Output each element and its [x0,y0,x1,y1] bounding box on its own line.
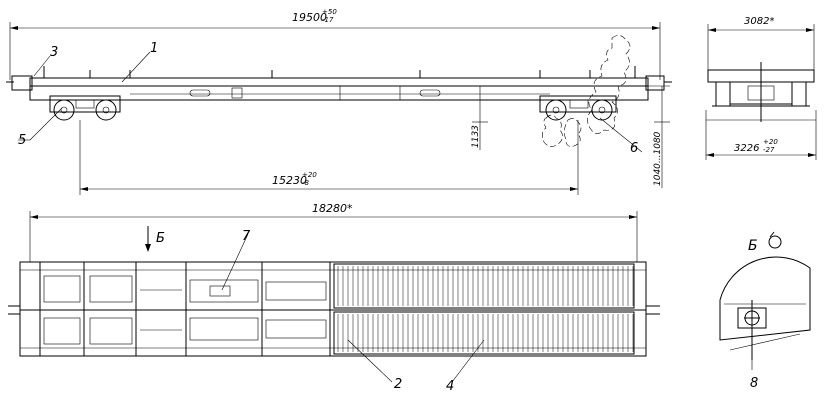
loading-gauge-outline [587,35,631,134]
bogie-base-label: 15230 [272,174,307,187]
callout-4: 4 [446,379,454,394]
svg-text:+50: +50 [322,8,337,16]
callout-7: 7 [242,229,251,244]
svg-text:-27: -27 [763,146,775,154]
svg-text:+20: +20 [763,138,778,146]
plan-view: 18280* Б [8,202,660,394]
end-view: 3082* 3226 +20 -27 [705,16,817,160]
detail-label: Б [748,238,758,254]
plan-deck-slats [333,263,635,355]
svg-text:-8: -8 [302,179,310,187]
callout-8: 8 [750,376,758,391]
callout-2: 2 [394,377,402,392]
callout-3: 3 [50,45,58,60]
height-1133-label: 1133 [471,125,481,148]
height-1080-label: 1040...1080 [653,131,663,186]
detail-outline [719,256,811,341]
callout-5: 5 [18,133,26,148]
view-arrow-label: Б [156,231,165,246]
plan-frame [19,261,647,357]
width-top-label: 3082* [744,16,774,27]
detail-view: Б 8 [719,231,811,391]
width-bottom-label: 3226 [734,143,759,154]
callout-1: 1 [150,41,158,56]
left-bogie [49,95,121,121]
svg-text:+20: +20 [302,171,317,179]
plan-left-structure [39,262,331,356]
callout-6: 6 [630,141,638,156]
frame-length-label: 18280* [312,202,353,215]
overall-length-label: 19500 [292,11,327,24]
side-view: 19500 +50 -17 [6,8,672,195]
stanchions [43,66,636,78]
svg-text:-17: -17 [322,16,334,24]
